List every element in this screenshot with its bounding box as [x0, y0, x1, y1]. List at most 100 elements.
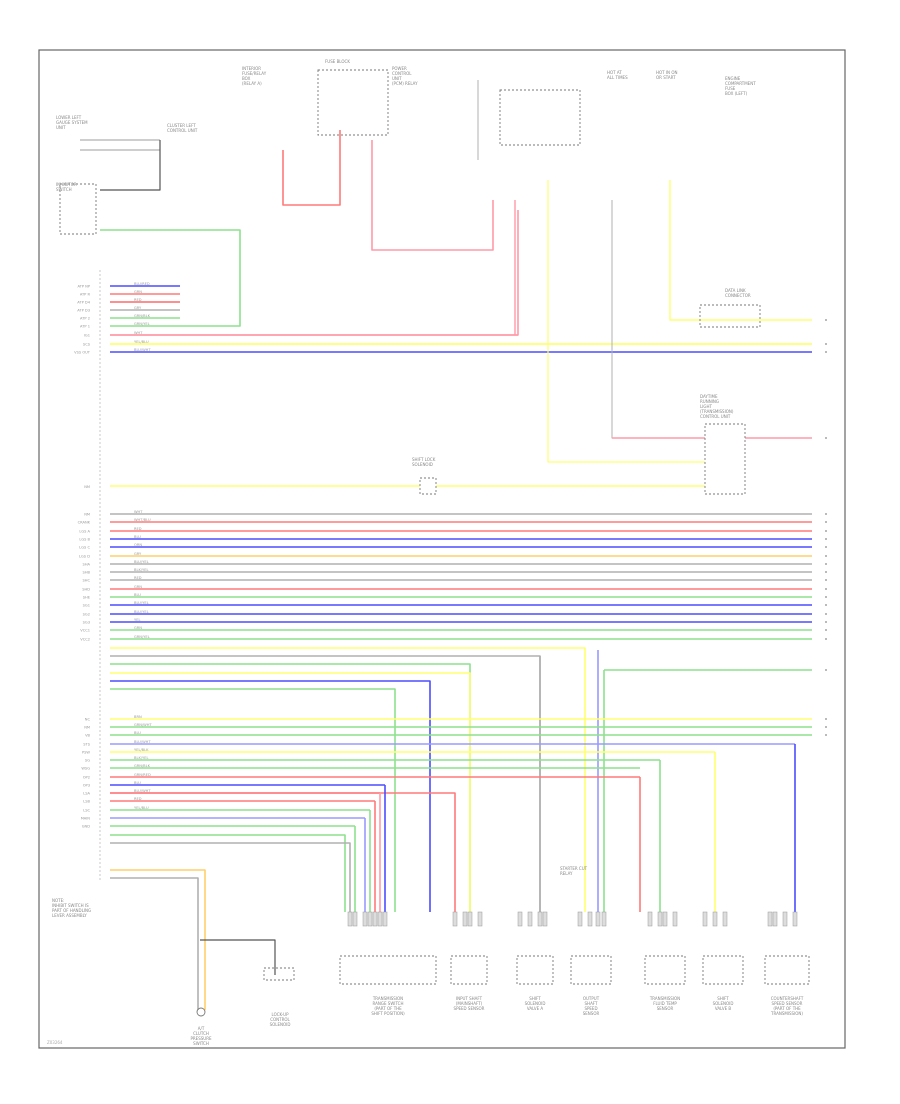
component-label: OR START — [656, 75, 676, 80]
component-label: GAUGE SYSTEM — [56, 120, 88, 125]
component-label: (PCM) RELAY — [392, 81, 418, 86]
pcm-pin-label: SHD — [82, 588, 90, 592]
connector-pin — [587, 911, 593, 927]
off-page-connector — [825, 604, 827, 606]
component-label: INHIBITOR — [56, 182, 77, 187]
connector-pin — [347, 911, 353, 927]
connector-pin — [477, 911, 483, 927]
pcm-pin-label: SCS — [83, 343, 91, 347]
pcm-pin-label: MAIN — [81, 817, 91, 821]
pcm-pin-label: ATP NP — [77, 285, 90, 289]
off-page-connector — [825, 563, 827, 565]
pcm-pin-label: LSC — [83, 809, 90, 813]
component-label: COMPARTMENT — [725, 81, 756, 86]
off-page-connector — [825, 571, 827, 573]
wire-color-label: GRN/YEL — [134, 635, 150, 639]
off-page-connector — [825, 546, 827, 548]
wire-color-label: RED — [134, 797, 142, 801]
connector-pin — [517, 911, 523, 927]
wire-color-label: YEL/BLU — [134, 340, 149, 344]
component-label: SENSOR — [657, 1006, 674, 1011]
wire-color-label: BLU/RED — [134, 282, 150, 286]
connector-pin — [712, 911, 718, 927]
pcm-pin-label: GND — [82, 825, 90, 829]
pcm-pin-label: ATP D4 — [77, 301, 90, 305]
pcm-pin-label: SHA — [83, 563, 91, 567]
pcm-pin-label: VCC1 — [80, 629, 90, 633]
top-wire — [100, 140, 161, 191]
sensor-wire — [110, 663, 471, 912]
sensor-wire — [110, 834, 346, 912]
wire-data-link — [669, 180, 812, 321]
shift-lock-box — [419, 477, 437, 495]
daytime-running-box — [704, 423, 746, 495]
diagram-code: Z03264 — [47, 1040, 63, 1045]
relay-box — [499, 89, 581, 146]
component-label: INTERIOR — [242, 66, 261, 71]
sensor-box-0 — [339, 955, 437, 985]
component-label: CONTROL — [392, 71, 412, 76]
component-label: UNIT — [392, 76, 402, 81]
pcm-pin-label: PSW — [82, 751, 90, 755]
pcm-pin-label: NM — [84, 485, 90, 489]
off-page-connector — [825, 530, 827, 532]
sensor-box-4 — [644, 955, 686, 985]
component-label: COUNTERSHAFT — [771, 996, 804, 1001]
component-label: SPEED SENSOR — [454, 1006, 485, 1011]
component-label: RUNNING — [700, 399, 719, 404]
lockup-solenoid-box — [263, 967, 295, 981]
component-symbols — [59, 69, 827, 1017]
component-label: ALL TIMES — [607, 75, 628, 80]
wire-color-label: BLU — [134, 593, 141, 597]
off-page-connector — [825, 319, 827, 321]
sensor-wire — [110, 655, 541, 912]
component-label: (PART OF THE — [374, 1006, 402, 1011]
connector-pin — [601, 911, 607, 927]
pcm-pin-label: SHC — [83, 579, 91, 583]
wire-color-label: WHT — [134, 510, 143, 514]
wire-lockup — [110, 877, 199, 1010]
wire-color-label: GRN/RED — [134, 773, 151, 777]
pcm-pin-label: ATP D3 — [77, 309, 90, 313]
pcm-pin-label: LGS A — [79, 530, 90, 534]
wire-color-label: GRN — [134, 290, 142, 294]
wire-color-label: BLU — [134, 731, 141, 735]
component-label: HOT AT — [607, 70, 622, 75]
clutch-switch-symbol — [196, 1007, 206, 1017]
data-link-box — [699, 304, 761, 328]
pcm-pin-label: LGS D — [79, 555, 90, 559]
off-page-connector — [825, 718, 827, 720]
component-label: TRANSMISSION — [372, 996, 403, 1001]
off-page-connector — [825, 521, 827, 523]
component-label: DAYTIME — [700, 394, 718, 399]
component-label: (RELAY A) — [242, 81, 262, 86]
wire-color-label: BLU/YEL — [134, 610, 149, 614]
component-label: FLUID TEMP — [653, 1001, 677, 1006]
pcm-pin-label: VB — [85, 734, 90, 738]
pcm-pin-label: IG1 — [84, 334, 90, 338]
off-page-connector — [825, 538, 827, 540]
pcm-pin-label: CRANK — [78, 521, 91, 525]
pcm-pin-label: SHE — [83, 596, 91, 600]
wire-color-label: GRN/BLK — [134, 314, 151, 318]
connector-pin — [362, 911, 368, 927]
pcm-pin-label: ATP 1 — [80, 325, 90, 329]
component-label: SPEED — [584, 1006, 597, 1011]
connector-pin — [377, 911, 383, 927]
pcm-pin-label: SG1 — [83, 604, 90, 608]
wire-color-label: BLU/YEL — [134, 601, 149, 605]
pcm-pin-label: STS — [83, 743, 90, 747]
off-page-connector — [825, 588, 827, 590]
off-page-connector — [825, 343, 827, 345]
sensor-wire — [110, 688, 396, 912]
pcm-pin-label: ATP 2 — [80, 317, 90, 321]
wire-color-label: RED — [134, 576, 142, 580]
component-label: RELAY — [560, 871, 573, 876]
wire-color-label: GRY — [134, 552, 142, 556]
pcm-pin-label: OP3 — [83, 784, 90, 788]
component-label: ENGINE — [725, 76, 741, 81]
diagram-frame — [38, 49, 846, 1049]
